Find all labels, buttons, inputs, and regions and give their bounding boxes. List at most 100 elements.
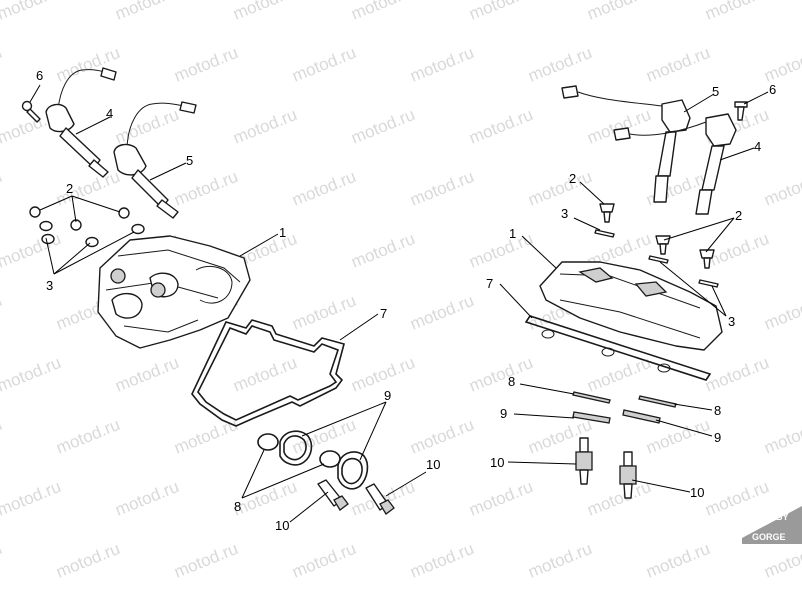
callout-2b-right: 2 (735, 208, 742, 223)
watermark-text: motod.ru (584, 105, 653, 148)
left-view: 6 4 5 2 3 1 7 9 8 10 10 (21, 67, 440, 533)
watermark-text: motod.ru (761, 291, 802, 334)
seals-9-right (572, 409, 661, 424)
watermark-text: motod.ru (407, 167, 476, 210)
watermark-text: motod.ru (53, 167, 122, 210)
brand-line1: BY (776, 512, 789, 522)
watermark-text: motod.ru (525, 539, 594, 582)
watermark-text: motod.ru (0, 291, 5, 334)
bolt-6-right (734, 101, 748, 121)
spark-plugs-10-left (317, 479, 395, 515)
callout-8a-right: 8 (508, 374, 515, 389)
callout-2-left: 2 (66, 181, 73, 196)
watermark-text: motod.ru (0, 539, 5, 582)
ignition-coil-5-left (113, 101, 197, 219)
watermark-text: motod.ru (525, 43, 594, 86)
watermark-text: motod.ru (407, 43, 476, 86)
watermark-text: motod.ru (761, 415, 802, 458)
watermark-text: motod.ru (466, 477, 535, 520)
watermark-text: motod.ru (407, 291, 476, 334)
callout-10a-left: 10 (426, 457, 440, 472)
callout-10a-right: 10 (490, 455, 504, 470)
callout-8b-right: 8 (714, 403, 721, 418)
brand-line2: GORGE (752, 532, 786, 542)
watermark-text: motod.ru (0, 477, 64, 520)
callout-5-left: 5 (186, 153, 193, 168)
callout-9-left: 9 (384, 388, 391, 403)
callout-5-right: 5 (712, 84, 719, 99)
watermark-text: motod.ru (289, 167, 358, 210)
watermark-text: motod.ru (761, 43, 802, 86)
callout-4-left: 4 (106, 106, 113, 121)
callout-7-left: 7 (380, 306, 387, 321)
spark-plugs-10-right (575, 437, 637, 499)
watermark-text: motod.ru (466, 105, 535, 148)
callout-2a-right: 2 (569, 171, 576, 186)
left-callouts: 6 4 5 2 3 1 7 9 8 10 10 (36, 68, 440, 533)
watermark-text: motod.ru (171, 167, 240, 210)
watermark-text: motod.ru (171, 539, 240, 582)
callout-1-right: 1 (509, 226, 516, 241)
callout-1-left: 1 (279, 225, 286, 240)
gasket-7-left (191, 319, 345, 427)
watermark-text: motod.ru (53, 539, 122, 582)
callout-7-right: 7 (486, 276, 493, 291)
watermark-text: motod.ru (702, 477, 771, 520)
watermark-text: motod.ru (112, 105, 181, 148)
cylinder-head-cover-1-right (539, 261, 723, 351)
bolts-2-right (599, 203, 715, 269)
watermark-text: motod.ru (230, 353, 299, 396)
watermark-text: motod.ru (348, 229, 417, 272)
seals-8-right (572, 391, 677, 408)
watermark-text: motod.ru (230, 0, 299, 24)
right-view: 5 6 4 2 3 2 3 1 7 8 8 9 9 10 10 (486, 82, 776, 500)
callout-4-right: 4 (754, 139, 761, 154)
ignition-coil-4-left (45, 67, 117, 178)
right-leaders (499, 91, 769, 493)
cylinder-head-cover-1-left (97, 235, 251, 349)
watermark-text: motod.ru (289, 291, 358, 334)
watermark-text: motod.ru (0, 353, 64, 396)
watermark-text: motod.ru (466, 353, 535, 396)
callout-9a-right: 9 (500, 406, 507, 421)
callout-8-left: 8 (234, 499, 241, 514)
watermark-text: motod.ru (53, 415, 122, 458)
watermark-text: motod.ru (112, 0, 181, 24)
brand-logo: BY GORGE (742, 506, 802, 544)
watermark-text: motod.ru (761, 167, 802, 210)
callout-6-right: 6 (769, 82, 776, 97)
watermark-text: motod.ru (702, 0, 771, 24)
watermark-text: motod.ru (761, 539, 802, 582)
ignition-coil-4-right (613, 113, 737, 215)
washers-3-left (39, 220, 145, 248)
plug-gaskets-9-left (279, 430, 369, 490)
watermark-text: motod.ru (171, 43, 240, 86)
gasket-7-right (524, 315, 712, 381)
ignition-coil-5-right (561, 85, 691, 203)
callout-6-left: 6 (36, 68, 43, 83)
watermark-text: motod.ru (0, 0, 64, 24)
watermark-text: motod.ru (171, 415, 240, 458)
right-callouts: 5 6 4 2 3 2 3 1 7 8 8 9 9 10 10 (486, 82, 776, 500)
watermark-text: motod.ru (466, 0, 535, 24)
watermark-text: motod.ru (525, 167, 594, 210)
watermark-text: motod.ru (702, 353, 771, 396)
watermark-text: motod.ru (584, 0, 653, 24)
washers-3-right (594, 229, 719, 288)
watermark-text: motod.ru (230, 105, 299, 148)
watermark-text: motod.ru (289, 539, 358, 582)
watermark-text: motod.ru (407, 539, 476, 582)
watermark-text: motod.ru (643, 539, 712, 582)
watermark-text: motod.ru (0, 167, 5, 210)
callout-9b-right: 9 (714, 430, 721, 445)
callout-3a-right: 3 (561, 206, 568, 221)
watermark-text: motod.ru (289, 43, 358, 86)
callout-10b-right: 10 (690, 485, 704, 500)
callout-3b-right: 3 (728, 314, 735, 329)
watermark-text: motod.ru (348, 0, 417, 24)
callout-10b-left: 10 (275, 518, 289, 533)
bolt-6-left (21, 100, 41, 123)
watermark-text: motod.ru (112, 353, 181, 396)
left-leaders (29, 84, 427, 523)
